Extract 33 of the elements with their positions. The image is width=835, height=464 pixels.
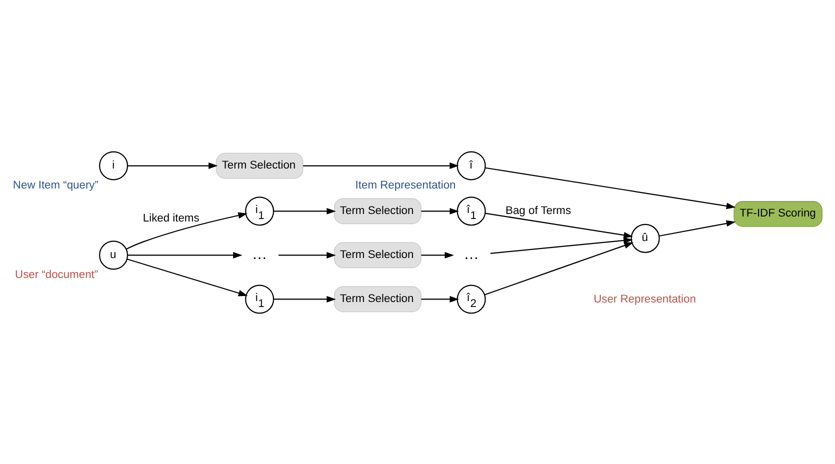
arrow [126, 258, 248, 296]
node-text: … [252, 246, 268, 263]
node-circle: u [99, 240, 128, 270]
arrow [303, 162, 459, 168]
arrow [128, 251, 242, 258]
node-box: Term Selection [334, 198, 422, 224]
arrow [421, 207, 459, 214]
node-text: … [464, 246, 479, 263]
arrow [484, 242, 634, 295]
node-circle: û [630, 223, 660, 252]
node-circle: î [456, 150, 486, 180]
edge-label: Bag of Terms [506, 204, 572, 216]
arrow [278, 251, 336, 258]
node-box: Term Selection [334, 242, 422, 268]
node-label: User Representation [594, 293, 696, 306]
arrow [421, 296, 459, 302]
arrow [128, 162, 218, 168]
arrow [490, 236, 633, 254]
arrow [658, 220, 736, 236]
arrow [274, 296, 336, 302]
node-box: Term Selection [334, 286, 422, 312]
arrow [485, 212, 633, 238]
node-box: TF-IDF Scoring [734, 200, 822, 226]
node-label: New Item “query” [12, 179, 98, 192]
edge-label: Liked items [142, 212, 200, 224]
node-circle: i [99, 150, 128, 180]
arrow [485, 166, 736, 209]
arrow [274, 207, 336, 214]
arrow [421, 251, 454, 258]
node-label: User “document” [15, 268, 98, 281]
arrow [126, 212, 248, 250]
node-label: Item Representation [355, 179, 456, 192]
node-box: Term Selection [216, 152, 304, 178]
